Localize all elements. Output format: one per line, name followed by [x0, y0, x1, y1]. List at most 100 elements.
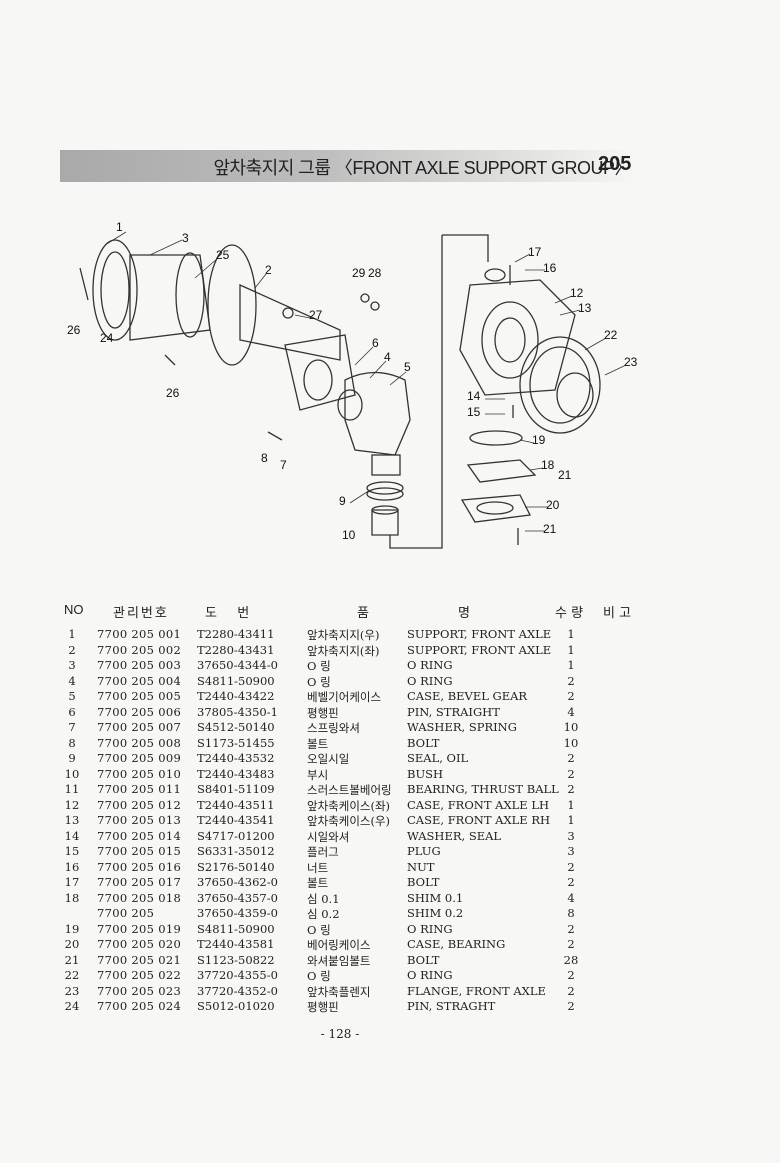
english-name: O RING [407, 673, 453, 688]
management-number: 7700 205 021 [97, 952, 182, 967]
english-name: SHIM 0.1 [407, 890, 464, 905]
management-number: 7700 205 012 [97, 797, 182, 812]
quantity: 4 [567, 704, 575, 719]
title-bar [60, 150, 636, 182]
korean-name: 심 0.1 [307, 891, 340, 906]
drawing-number: 37805-4350-1 [197, 704, 278, 719]
english-name: NUT [407, 859, 435, 874]
quantity: 2 [567, 921, 575, 936]
management-number: 7700 205 011 [97, 782, 182, 796]
management-number: 7700 205 002 [97, 642, 182, 657]
quantity: 2 [567, 689, 575, 703]
group-number: 205 [598, 153, 632, 175]
management-number: 7700 205 008 [97, 735, 182, 750]
row-number: 19 [64, 921, 80, 936]
korean-name: 베어링케이스 [307, 938, 371, 952]
callout-label: 8 [261, 451, 268, 465]
english-name: SUPPORT, FRONT AXLE [407, 627, 552, 641]
col-no: NO [64, 602, 84, 617]
korean-name: 앞차축지지(우) [307, 628, 380, 642]
korean-name: O 링 [307, 922, 331, 937]
management-number: 7700 205 007 [97, 720, 182, 734]
english-name: WASHER, SPRING [407, 720, 517, 734]
page-number: - 128 - [320, 1027, 360, 1041]
callout-label: 9 [339, 494, 346, 508]
korean-name: 볼트 [307, 736, 329, 751]
quantity: 2 [567, 766, 575, 781]
english-name: BOLT [407, 735, 440, 750]
quantity: 2 [567, 983, 575, 998]
korean-name: 베벨기어케이스 [307, 690, 382, 704]
callout-label: 15 [467, 405, 481, 419]
korean-name: 플러그 [307, 845, 339, 859]
korean-name: 심 0.2 [307, 907, 340, 921]
callout-label: 24 [100, 331, 114, 345]
callout-label: 6 [372, 336, 379, 350]
callout-label: 12 [570, 286, 584, 300]
row-number: 1 [68, 627, 76, 641]
management-number: 7700 205 020 [97, 937, 182, 951]
row-number: 13 [64, 813, 80, 827]
col-name-2: 명 [458, 606, 470, 621]
english-name: CASE, FRONT AXLE RH [407, 813, 551, 827]
row-number: 5 [68, 689, 76, 703]
callout-label: 26 [166, 386, 180, 400]
row-number: 21 [64, 952, 80, 967]
row-number: 7 [68, 720, 76, 734]
row-number: 8 [68, 735, 76, 750]
drawing-number: S6331-35012 [197, 844, 275, 858]
callout-label: 26 [67, 323, 81, 337]
drawing-number: 37650-4344-0 [197, 658, 278, 672]
management-number: 7700 205 018 [97, 890, 182, 905]
quantity: 2 [567, 751, 575, 765]
korean-name: O 링 [307, 659, 331, 673]
drawing-number: T2440-43581 [197, 937, 275, 951]
korean-name: O 링 [307, 969, 331, 983]
drawing-number: T2440-43511 [197, 797, 275, 812]
callout-label: 23 [624, 355, 638, 369]
management-number: 7700 205 004 [97, 673, 182, 688]
drawing-number: T2440-43483 [197, 766, 275, 781]
english-name: BOLT [407, 875, 440, 889]
english-name: O RING [407, 968, 453, 982]
drawing-number: S5012-01020 [197, 999, 275, 1013]
korean-name: 오일시일 [307, 752, 350, 766]
drawing-number: S4811-50900 [197, 921, 275, 936]
english-name: BEARING, THRUST BALL [407, 782, 559, 796]
management-number: 7700 205 015 [97, 844, 182, 858]
quantity: 2 [567, 673, 575, 688]
english-name: SHIM 0.2 [407, 906, 464, 920]
english-name: CASE, BEARING [407, 937, 506, 951]
english-name: SUPPORT, FRONT AXLE [407, 642, 552, 657]
management-number: 7700 205 001 [97, 627, 182, 641]
korean-name: 부시 [307, 767, 329, 782]
management-number: 7700 205 003 [97, 658, 182, 672]
parts-illustration [79, 231, 627, 549]
row-number: 17 [64, 875, 80, 889]
english-name: PLUG [407, 844, 441, 858]
management-number: 7700 205 [97, 906, 155, 920]
quantity: 2 [567, 999, 575, 1013]
english-name: WASHER, SEAL [407, 828, 502, 843]
callout-label: 14 [467, 389, 481, 403]
row-number: 14 [64, 828, 80, 843]
korean-name: O 링 [307, 674, 331, 689]
korean-name: 앞차축케이스(우) [307, 814, 391, 828]
quantity: 3 [567, 828, 575, 843]
page-title: 앞차축지지 그룹 〈FRONT AXLE SUPPORT GROUP〉 [213, 158, 633, 178]
callout-label: 17 [528, 245, 542, 259]
